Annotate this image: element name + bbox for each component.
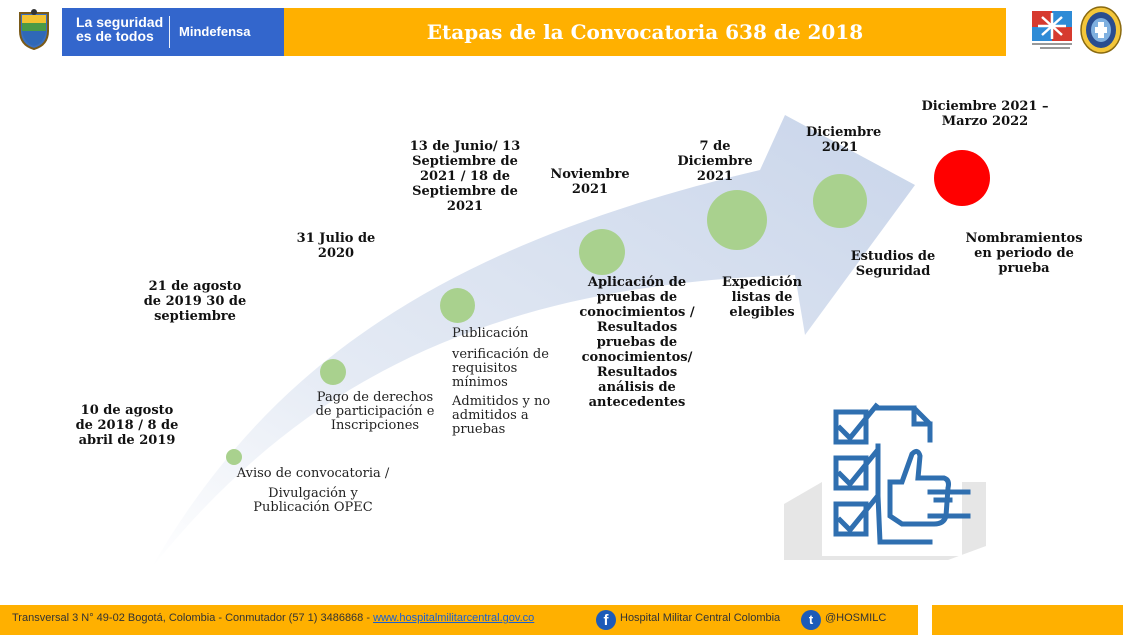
- stage-2-description: Pago de derechos de participación e Insc…: [315, 390, 435, 433]
- stage-5-description: Expedición listas de elegibles: [722, 275, 803, 320]
- page-title: Etapas de la Convocatoria 638 de 2018: [426, 20, 864, 44]
- stage-3-line-1: Publicación: [452, 326, 529, 341]
- ministry-name: Mindefensa: [179, 24, 251, 39]
- institution-seal-icon: [1080, 6, 1122, 54]
- government-brand-block: La seguridad es de todos Mindefensa: [62, 8, 284, 56]
- date-stage-3: 31 Julio de 2020: [296, 231, 376, 261]
- footer: Transversal 3 N° 49-02 Bogotá, Colombia …: [0, 601, 1123, 639]
- facebook-label[interactable]: Hospital Militar Central Colombia: [620, 612, 781, 624]
- stage-4-marker: [579, 229, 625, 275]
- stage-7-description: Nombramientos en periodo de prueba: [965, 231, 1083, 276]
- stage-5-marker: [707, 190, 767, 250]
- stage-3-description: Publicación verificación de requisitos m…: [452, 327, 562, 437]
- stage-1-line-1: Aviso de convocatoria /: [236, 466, 390, 481]
- final-stage-marker: [934, 150, 990, 206]
- colombia-coat-of-arms-icon: [19, 9, 49, 51]
- date-stage-6: 7 de Diciembre 2021: [677, 139, 753, 184]
- stage-3-marker: [440, 288, 475, 323]
- date-stage-7: Diciembre 2021: [806, 125, 882, 155]
- footer-accent-block: [932, 605, 1123, 635]
- website-link[interactable]: www.hospitalmilitarcentral.gov.co: [373, 612, 535, 624]
- stage-6-description: Estudios de Seguridad: [850, 249, 936, 279]
- stage-2-marker: [320, 359, 346, 385]
- stage-4-description: Aplicación de pruebas de conocimientos /…: [579, 275, 695, 410]
- stage-3-line-2: verificación de requisitos mínimos: [452, 347, 549, 390]
- date-stage-4: 13 de Junio/ 13 Septiembre de 2021 / 18 …: [409, 139, 521, 214]
- date-stage-5: Noviembre 2021: [550, 167, 630, 197]
- gov-slogan: La seguridad es de todos: [76, 14, 164, 44]
- hospital-logo-icon: [1030, 9, 1074, 51]
- date-stage-1: 10 de agosto de 2018 / 8 de abril de 201…: [75, 403, 179, 448]
- footer-bar: [0, 605, 918, 635]
- brand-divider: [169, 16, 170, 48]
- date-stage-2: 21 de agosto de 2019 30 de septiembre: [143, 279, 247, 324]
- stage-6-marker: [813, 174, 867, 228]
- twitter-handle[interactable]: @HOSMILC: [825, 612, 887, 624]
- stage-1-marker: [226, 449, 242, 465]
- stage-3-line-3: Admitidos y no admitidos a pruebas: [452, 394, 551, 437]
- stage-1-description: Aviso de convocatoria / Divulgación y Pu…: [213, 467, 413, 515]
- facebook-icon[interactable]: f: [596, 610, 616, 630]
- header: La seguridad es de todos Mindefensa Etap…: [0, 0, 1123, 64]
- date-stage-8: Diciembre 2021 – Marzo 2022: [921, 99, 1049, 129]
- address-text: Transversal 3 N° 49-02 Bogotá, Colombia …: [12, 612, 371, 624]
- twitter-icon[interactable]: t: [801, 610, 821, 630]
- checklist-approval-icon: [784, 396, 986, 560]
- stage-1-line-2: Divulgación y Publicación OPEC: [253, 486, 373, 515]
- title-bar: Etapas de la Convocatoria 638 de 2018: [284, 8, 1006, 56]
- footer-address: Transversal 3 N° 49-02 Bogotá, Colombia …: [12, 612, 534, 624]
